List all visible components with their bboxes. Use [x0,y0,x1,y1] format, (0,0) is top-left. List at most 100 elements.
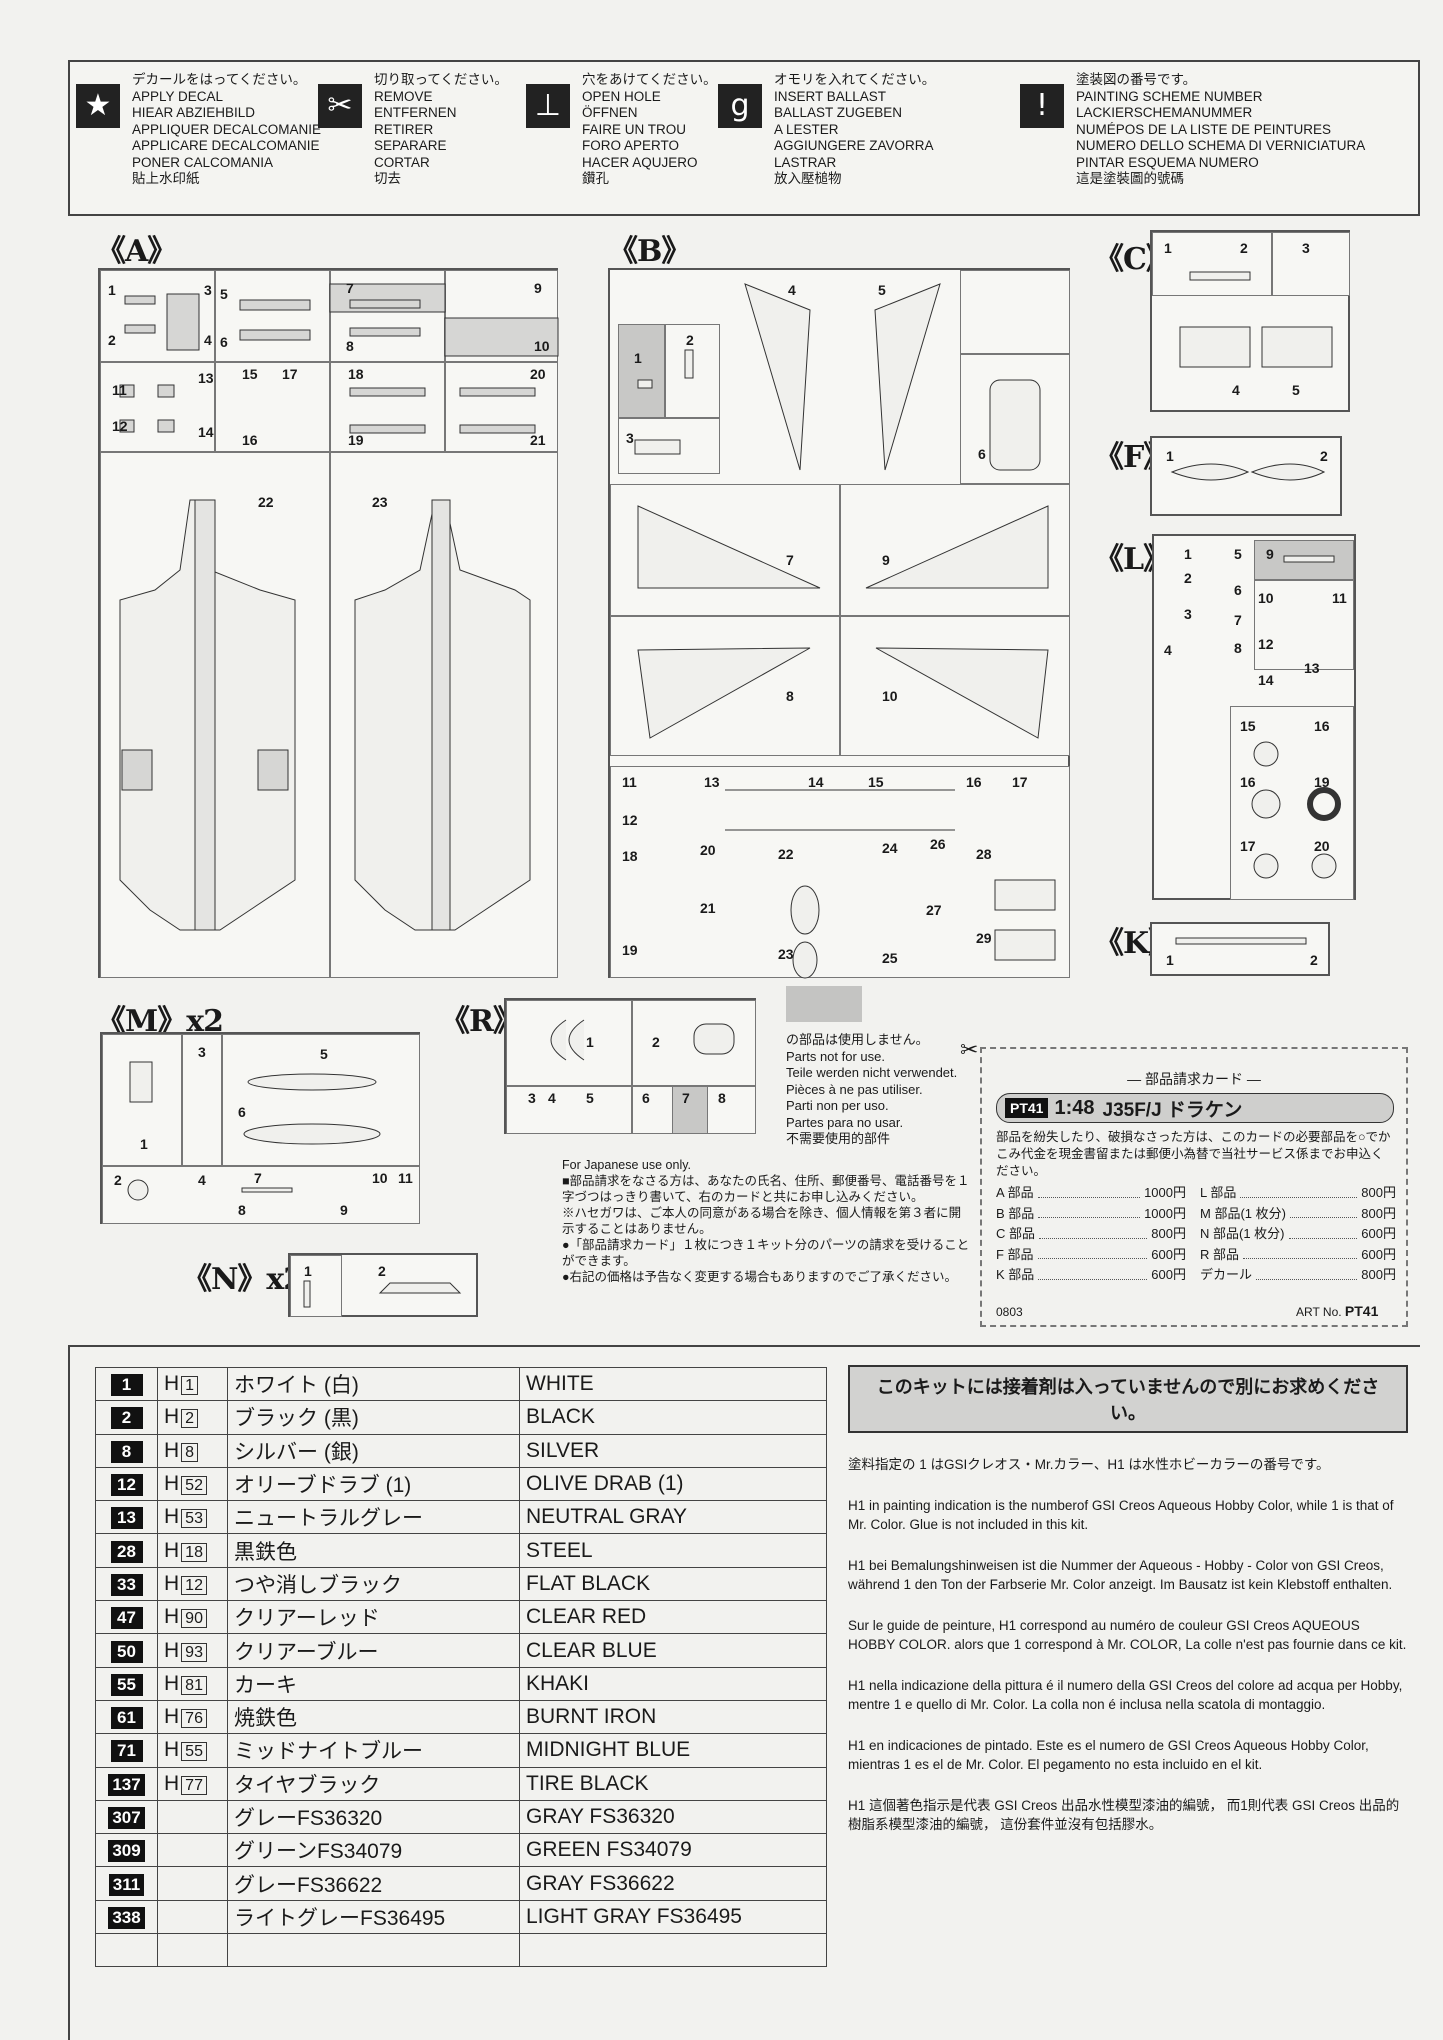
paint-name-en: TIRE BLACK [519,1766,827,1801]
hobby-color-cell [157,1933,228,1968]
paint-name-jp: グレーFS36622 [227,1866,520,1901]
part-number: 10 [534,338,550,354]
mr-color-code: 311 [108,1873,145,1896]
ballast-weight-icon: g [718,84,762,128]
price-value: 600円 [1361,1246,1396,1262]
legend-line: APPLICARE DECALCOMANIE [132,138,320,153]
part-number: 3 [528,1090,536,1106]
hobby-color-prefix: H [164,1571,180,1595]
part-number: 5 [586,1090,594,1106]
legend-line: A LESTER [774,121,839,137]
part-number: 1 [1166,952,1174,968]
paint-notes: このキットには接着剤は入っていませんので別にお求めください。 塗料指定の 1 は… [848,1365,1408,1834]
paint-name-jp: ライトグレーFS36495 [227,1899,520,1935]
sprue-k-parts-drawing [1175,937,1307,945]
legend-line: ENTFERNEN [374,105,457,120]
sprue-a-cell-18-19 [330,362,445,452]
paint-name-en: MIDNIGHT BLUE [519,1733,827,1768]
hobby-color-prefix: H [164,1472,180,1496]
sprue-a-cell-20-21 [445,362,558,452]
part-number: 8 [1234,640,1242,656]
part-number: 16 [966,774,982,790]
hobby-color-code: 77 [181,1775,207,1795]
paint-name-jp: グレーFS36320 [227,1799,520,1835]
price-value: 800円 [1361,1267,1396,1282]
paint-name-jp: つや消しブラック [227,1566,520,1602]
part-number: 14 [808,774,824,790]
mr-color-code: 61 [110,1707,143,1730]
price-value: 1000円 [1144,1205,1186,1221]
hobby-color-code: 53 [181,1509,207,1529]
part-number: 5 [220,286,228,302]
legend-line: LACKIERSCHEMANUMMER [1076,105,1253,120]
paint-name-en: NEUTRAL GRAY [519,1500,827,1535]
part-number: 10 [1258,590,1274,606]
paint-name-jp: ホワイト (白) [227,1366,520,1402]
price-part: R 部品 [1200,1246,1240,1262]
drill-icon: ⊥ [526,84,570,128]
paint-name-en: FLAT BLACK [519,1566,827,1602]
paint-name-jp: ミッドナイトブルー [227,1733,520,1768]
sprue-a-cell-15-17 [215,362,330,452]
paint-code-cell: 8 [95,1433,158,1468]
part-number: 2 [1240,240,1248,256]
part-number: 23 [778,946,794,962]
price-value: 1000円 [1144,1185,1186,1200]
hobby-color-prefix: H [164,1638,180,1662]
hobby-color-code: 52 [181,1476,207,1496]
scissors-icon: ✂ [960,1037,979,1062]
part-number: 7 [682,1090,690,1106]
part-number: 21 [700,900,716,916]
hobby-color-code: 55 [181,1742,207,1762]
part-number: 7 [786,552,794,568]
paint-code-cell: 61 [95,1699,158,1735]
part-number: 2 [1310,952,1318,968]
hobby-color-code: 1 [181,1376,199,1396]
order-card-title: J35F/J ドラケン [1102,1099,1243,1121]
legend-line: APPLY DECAL [132,88,224,104]
mr-color-code: 338 [108,1906,145,1929]
sprue-n-parts-drawing [303,1280,462,1308]
glue-not-included-heading: このキットには接着剤は入っていませんので別にお求めください。 [848,1365,1408,1433]
paint-code-cell: 311 [95,1866,158,1901]
price-leader [1038,1204,1141,1218]
sprue-a-label: 《A》 [96,234,177,269]
legend-line: 切去 [374,171,401,186]
note-jp: 塗料指定の 1 はGSIクレオス・Mr.カラー、H1 は水性ホビーカラーの番号で… [848,1457,1330,1472]
sprue-n-cell-1 [290,1255,342,1317]
price-part: K 部品 [996,1267,1035,1282]
mr-color-code: 13 [110,1507,143,1530]
price-part: M 部品(1 枚分) [1200,1205,1286,1221]
order-card-title-bar: PT41 1:48 J35F/J ドラケン [996,1093,1394,1123]
sprue-c-parts-drawing [1179,271,1333,368]
part-number: 4 [788,282,796,298]
part-number: 20 [530,366,546,382]
legend-line: ÖFFNEN [582,105,638,120]
legend-line: BALLAST ZUGEBEN [774,105,903,120]
part-number: 11 [622,774,637,790]
part-number: 8 [718,1090,726,1106]
paint-code-cell: 12 [95,1466,158,1502]
sprue-n-label: 《N》x2 [182,1262,304,1297]
legend-line: OPEN HOLE [582,88,661,104]
price-leader [1037,1183,1141,1198]
legend-line: SEPARARE [374,138,447,153]
hobby-color-prefix: H [164,1438,180,1462]
part-number: 13 [1304,660,1320,676]
